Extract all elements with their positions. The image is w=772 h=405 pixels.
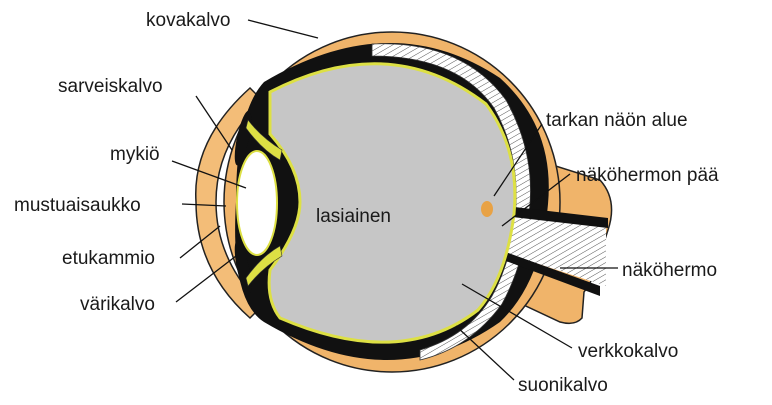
leader-kovakalvo [248,20,318,38]
label-nakohermo: näköhermo [622,260,717,281]
vitreous-body [269,64,515,342]
label-nakohermon-paa: näköhermon pää [576,165,719,186]
lens [237,151,277,255]
label-lasiainen: lasiainen [316,206,391,227]
label-kovakalvo: kovakalvo [146,10,231,31]
label-varikalvo: värikalvo [80,294,155,315]
label-sarveiskalvo: sarveiskalvo [58,76,163,97]
label-etukammio: etukammio [62,248,155,269]
fovea-spot [481,201,493,217]
label-verkkokalvo: verkkokalvo [578,341,678,362]
label-mustuaisaukko: mustuaisaukko [14,195,141,216]
label-suonikalvo: suonikalvo [518,375,608,396]
label-tarkan-naon-alue: tarkan näön alue [546,110,688,131]
label-mykio: mykiö [110,144,160,165]
